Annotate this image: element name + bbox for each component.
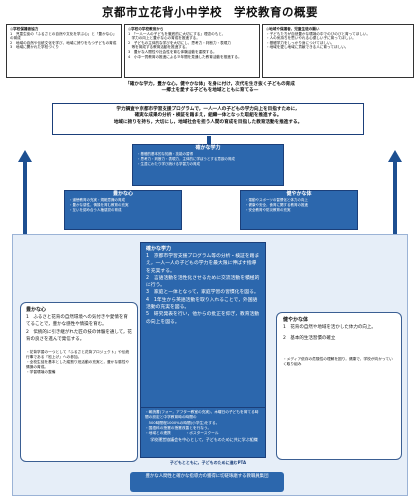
top-box-middle-line: 2 子どもの主体的な学びを大切にし，思考力・判断力・表現力 [128, 40, 231, 45]
top-box-middle-line: 1 「一人一人の子どもを徹底的に大切にする」理念のもと， [128, 31, 226, 36]
panel-solid-academic-line: ・思考力・判断力・表現力，主体的に学ぼうとする意欲の育成 [137, 157, 235, 161]
top-box-left-line: 3 地域に開かれた学校づくり [10, 45, 60, 50]
lower-left-note: ・全校生徒を基本とした縦割り班活動の充実と，豊かな感性や情操の育成。 [26, 360, 130, 370]
lower-right-note: ・メディア依存の危険性の理解を図り，健康で，学校が向かっていく取り組み [283, 356, 393, 367]
panel-solid-academic-heading: 確かな学力 [195, 145, 221, 151]
panel-healthy-body-line: ・健康や安全，食育に関する教育の推進 [245, 203, 308, 207]
lower-right-item: 2 基本的生活習慣の確立 [283, 336, 336, 342]
panel-solid-academic-line: ・基礎的基本的な知識・技能の習得 [137, 152, 193, 156]
top-box-middle-heading: ◎学校の学校教育から [128, 27, 164, 31]
goal-line: 確実な成果の分析・検証を踏まえ，組織一体となった取組を推進する。 [134, 113, 282, 119]
slogan-line: 「確かな学力，豊かな心，健やかな体」を身に付け，次代を生き抜く子どもの育成 [125, 82, 295, 87]
support-pill-council: 学校運営協議会を中心として，子どものために共に学ぶ組織 [146, 436, 262, 450]
panel-healthy-body: 健やかな体 ・運動やスポーツの習慣化と体力の向上 ・健康や安全，食育に関する教育… [240, 190, 358, 230]
top-box-middle-line: 3 豊かな人間性や社会性を育む体験活動を重視する。 [128, 49, 217, 54]
goal-line: 地域に誇りを持ち，大切にし，地域社会を担う人間の育成を目指した教育活動を推進する… [113, 119, 303, 125]
top-box-left: ◎学校保護者協力 1 児童生徒の「ふるさとの自然や文化を学ぶ心」と「豊かな心」の… [6, 24, 122, 78]
top-box-right-line: ・子どもたちが自然豊かな環境の中でのびのびと育ってほしい。 [266, 31, 371, 36]
left-arrow-head-icon [18, 150, 32, 162]
panel-rich-heart-line: ・道徳教育の充実・規範意識の育成 [69, 198, 125, 202]
lower-right-item: 1 花背の自然や地域を活かした体力の向上。 [283, 325, 376, 330]
lower-center-item: 1 京都市学習支援プログラム等の分析・検証を踏まえ，一人一人の子どもの学力を最大… [146, 254, 260, 274]
support-pill-staff: 豊かな人間性と確かな指導力の獲得に切磋琢磨する教職員集団 [130, 472, 284, 492]
lower-center-note: ・国語科の授業の授業改善とを行なう。 [145, 425, 212, 430]
lower-center-notes: ・朝読書(フォー，アフター教室の充実)，木曜日の子どもを育てる時間の設定と中学教… [140, 408, 266, 458]
panel-healthy-body-line: ・運動やスポーツの習慣化と体力の向上 [245, 198, 308, 202]
lower-left-item: 2 伝統的に引き継がれた匠の技の体験を通して，花背の良さを進んで発信する。 [26, 329, 132, 343]
lower-center-item: 2 言語活動を活性化させるために交流活動を積極的に行う。 [146, 275, 260, 289]
top-box-right-line: ・地域を愛し地域に貢献できる人に育ってほしい。 [266, 45, 349, 50]
lower-right-box: 健やかな体 1 花背の自然や地域を活かした体力の向上。 2 基本的生活習慣の確立… [276, 312, 402, 460]
top-box-left-heading: ◎学校保護者協力 [10, 27, 39, 31]
top-box-right-line: ・基礎学力をしっかり身につけてほしい。 [266, 40, 335, 45]
panel-healthy-body-heading: 健やかな体 [286, 191, 312, 197]
panel-rich-heart-line: ・互いを認め合う人権感覚の育成 [69, 208, 122, 212]
lower-center-item: 5 研究発表を行い，他からの批正を仰ぎ，教育活動の向上を図る。 [146, 312, 260, 325]
lower-center-panel: 確かな学力 1 京都市学習支援プログラム等の分析・検証を踏まえ，一人一人の子ども… [140, 242, 266, 408]
support-pta: 子どもとともに，子どものために進むPTA [169, 460, 247, 465]
lower-left-heading: 豊かな心 [26, 307, 47, 313]
top-box-right-heading: ◎地域や保護者，児童生徒の願い [266, 27, 320, 31]
goal-box: 学力調査や京都市学習支援プログラムで，一人一人の子どもの学力向上を目指すために，… [52, 103, 364, 135]
panel-rich-heart-heading: 豊かな心 [112, 191, 133, 197]
center-arrow-shaft [207, 136, 211, 146]
lower-center-item: 4 1年生から英語活動を取り入れることで，外国語活動の充実を図る。 [146, 297, 258, 311]
top-box-right: ◎地域や保護者，児童生徒の願い ・子どもたちが自然豊かな環境の中でのびのびと育っ… [262, 24, 414, 78]
page-title: 京都市立花背小中学校 学校教育の概要 [102, 5, 318, 19]
lower-left-note: ・花背学習の一つとして「ふるさと花背プロジェクト」や伝統行事である「松上げ」への… [26, 349, 130, 359]
slogan-subline: ―郷土を愛する子どもを地域とともに育てる― [161, 88, 259, 94]
lower-center-note: 500時間程1000%の時間(小学生)をする。 [145, 420, 220, 425]
lower-center-heading: 確かな学力 [146, 246, 172, 252]
panel-rich-heart: 豊かな心 ・道徳教育の充実・規範意識の育成 ・豊かな感性，情操を育む教育の充実 … [64, 190, 182, 230]
top-box-middle-line: 等を育成する教育活動を推進する。 [128, 45, 190, 50]
panel-solid-academic: 確かな学力 ・基礎的基本的な知識・技能の習得 ・思考力・判断力・表現力，主体的に… [132, 144, 284, 186]
lower-center-note: ・朝読書(フォー，アフター教室の充実)，木曜日の子どもを育てる時間の設定と中学教… [145, 410, 259, 420]
panel-healthy-body-line: ・安全教育や防災教育の充実 [245, 208, 291, 212]
lower-center-note: ・地域との連携 ・ポスタースクール [145, 431, 219, 436]
lower-left-box: 豊かな心 1 ふるさと花背の自然環境への気付きや愛情を育てることで，豊かな感性や… [20, 302, 138, 462]
top-box-middle-line: 学力の向上と豊かな心の育成を推進する。 [128, 36, 200, 41]
top-box-middle-line: 4 小中一貫教育の推進による９年間を見通した教育活動を推進する。 [128, 54, 242, 59]
top-box-left-line: 2 地域の自然や伝統文化を学び，地域に誇りをもつ子どもの育成 [10, 40, 117, 45]
school-slogan: 「確かな学力，豊かな心，健やかな体」を身に付け，次代を生き抜く子どもの育成 ―郷… [10, 82, 410, 94]
panel-rich-heart-line: ・豊かな感性，情操を育む教育の充実 [69, 203, 129, 207]
top-box-middle: ◎学校の学校教育から 1 「一人一人の子どもを徹底的に大切にする」理念のもと， … [124, 24, 260, 78]
right-arrow-head-icon [388, 150, 402, 162]
goal-line: 学力調査や京都市学習支援プログラムで，一人一人の子どもの学力向上を目指すために， [116, 107, 300, 112]
top-box-left-line: 1 児童生徒の「ふるさとの自然や文化を学ぶ心」と「豊かな心」の育成 [10, 31, 117, 41]
top-box-right-line: ・人の気持ちを思いやれる心優しい子に育ってほしい。 [266, 36, 356, 41]
lower-left-note: ・学習環境の整備 [26, 370, 56, 375]
lower-right-heading: 健やかな体 [283, 317, 309, 323]
lower-center-item: 3 家庭と一体となって，家庭学習の習慣化を図る。 [146, 290, 259, 296]
panel-solid-academic-line: ・生涯にわたり学び続ける学習力の育成 [137, 162, 200, 166]
lower-left-item: 1 ふるさと花背の自然環境への気付きや愛情を育てることで，豊かな感性や情操を育む… [26, 315, 128, 328]
